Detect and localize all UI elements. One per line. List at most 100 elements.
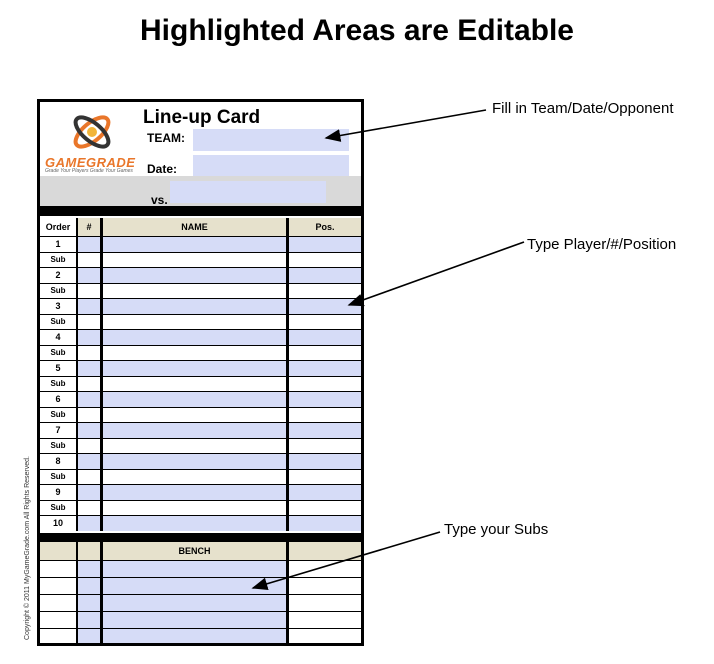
logo-tagline: Grade Your Players Grade Your Games	[45, 168, 133, 174]
position-cell[interactable]	[289, 329, 361, 345]
name-cell[interactable]	[103, 344, 289, 360]
order-cell: 8	[40, 453, 78, 469]
name-cell[interactable]	[103, 282, 289, 298]
name-cell[interactable]	[103, 298, 289, 314]
bench-name-cell[interactable]	[103, 577, 289, 594]
position-cell[interactable]	[289, 252, 361, 268]
number-cell[interactable]	[78, 515, 103, 531]
card-title: Line-up Card	[143, 107, 261, 128]
number-cell[interactable]	[78, 251, 103, 267]
team-field[interactable]	[193, 129, 349, 151]
lineup-row: 4	[40, 329, 361, 345]
name-cell[interactable]	[103, 360, 289, 376]
name-cell[interactable]	[103, 267, 289, 283]
name-cell[interactable]	[103, 391, 289, 407]
order-cell: 6	[40, 391, 78, 407]
bench-number-cell[interactable]	[78, 628, 103, 643]
number-cell[interactable]	[78, 375, 103, 391]
row-divider	[40, 329, 361, 330]
lineup-row: Sub	[40, 437, 361, 454]
position-cell[interactable]	[289, 345, 361, 361]
bench-number-cell[interactable]	[78, 560, 103, 577]
position-cell[interactable]	[289, 500, 361, 516]
name-cell[interactable]	[103, 329, 289, 345]
order-cell: 4	[40, 329, 78, 345]
name-cell[interactable]	[103, 515, 289, 531]
number-cell[interactable]	[78, 391, 103, 407]
number-cell[interactable]	[78, 313, 103, 329]
bench-number-cell[interactable]	[78, 594, 103, 611]
col-name-header: NAME	[103, 218, 289, 236]
position-cell[interactable]	[289, 267, 361, 283]
bench-name-cell[interactable]	[103, 560, 289, 577]
position-cell[interactable]	[289, 422, 361, 438]
bench-position-cell[interactable]	[289, 594, 361, 611]
position-cell[interactable]	[289, 283, 361, 299]
number-cell[interactable]	[78, 329, 103, 345]
name-cell[interactable]	[103, 375, 289, 391]
order-cell: Sub	[40, 406, 78, 422]
order-cell: Sub	[40, 313, 78, 329]
position-cell[interactable]	[289, 236, 361, 252]
bench-name-cell[interactable]	[103, 611, 289, 628]
number-cell[interactable]	[78, 484, 103, 500]
name-cell[interactable]	[103, 236, 289, 252]
name-cell[interactable]	[103, 406, 289, 422]
bench-name-cell[interactable]	[103, 594, 289, 611]
position-cell[interactable]	[289, 515, 361, 531]
position-cell[interactable]	[289, 484, 361, 500]
position-cell[interactable]	[289, 360, 361, 376]
bench-position-cell[interactable]	[289, 560, 361, 577]
col-order-header: Order	[40, 218, 78, 236]
bench-row	[40, 560, 361, 577]
number-cell[interactable]	[78, 499, 103, 515]
number-cell[interactable]	[78, 453, 103, 469]
bench-position-cell[interactable]	[289, 628, 361, 643]
bench-position-cell[interactable]	[289, 611, 361, 628]
opponent-field[interactable]	[170, 181, 326, 203]
number-cell[interactable]	[78, 422, 103, 438]
bench-position-cell[interactable]	[289, 577, 361, 594]
position-cell[interactable]	[289, 438, 361, 454]
name-cell[interactable]	[103, 499, 289, 515]
row-divider	[40, 422, 361, 423]
order-cell: 5	[40, 360, 78, 376]
name-cell[interactable]	[103, 484, 289, 500]
opponent-row: vs.	[40, 176, 361, 207]
date-field[interactable]	[193, 155, 349, 177]
number-cell[interactable]	[78, 437, 103, 453]
lineup-row: Sub	[40, 344, 361, 361]
number-cell[interactable]	[78, 344, 103, 360]
number-cell[interactable]	[78, 468, 103, 484]
bench-row	[40, 577, 361, 594]
card-header: GAMEGRADE Grade Your Players Grade Your …	[40, 102, 361, 177]
name-cell[interactable]	[103, 453, 289, 469]
position-cell[interactable]	[289, 453, 361, 469]
gamegrade-logo-icon	[73, 115, 111, 149]
bench-order-cell	[40, 628, 78, 643]
position-cell[interactable]	[289, 376, 361, 392]
position-cell[interactable]	[289, 314, 361, 330]
number-cell[interactable]	[78, 236, 103, 252]
name-cell[interactable]	[103, 437, 289, 453]
name-cell[interactable]	[103, 251, 289, 267]
team-label: TEAM:	[147, 131, 185, 145]
bench-number-cell[interactable]	[78, 577, 103, 594]
number-cell[interactable]	[78, 406, 103, 422]
number-cell[interactable]	[78, 267, 103, 283]
name-cell[interactable]	[103, 422, 289, 438]
bench-row-divider	[40, 628, 361, 629]
name-cell[interactable]	[103, 468, 289, 484]
position-cell[interactable]	[289, 469, 361, 485]
name-cell[interactable]	[103, 313, 289, 329]
position-cell[interactable]	[289, 298, 361, 314]
position-cell[interactable]	[289, 391, 361, 407]
note-subs: Type your Subs	[444, 521, 549, 538]
lineup-row: 2	[40, 267, 361, 283]
number-cell[interactable]	[78, 282, 103, 298]
position-cell[interactable]	[289, 407, 361, 423]
number-cell[interactable]	[78, 360, 103, 376]
bench-name-cell[interactable]	[103, 628, 289, 643]
bench-number-cell[interactable]	[78, 611, 103, 628]
number-cell[interactable]	[78, 298, 103, 314]
